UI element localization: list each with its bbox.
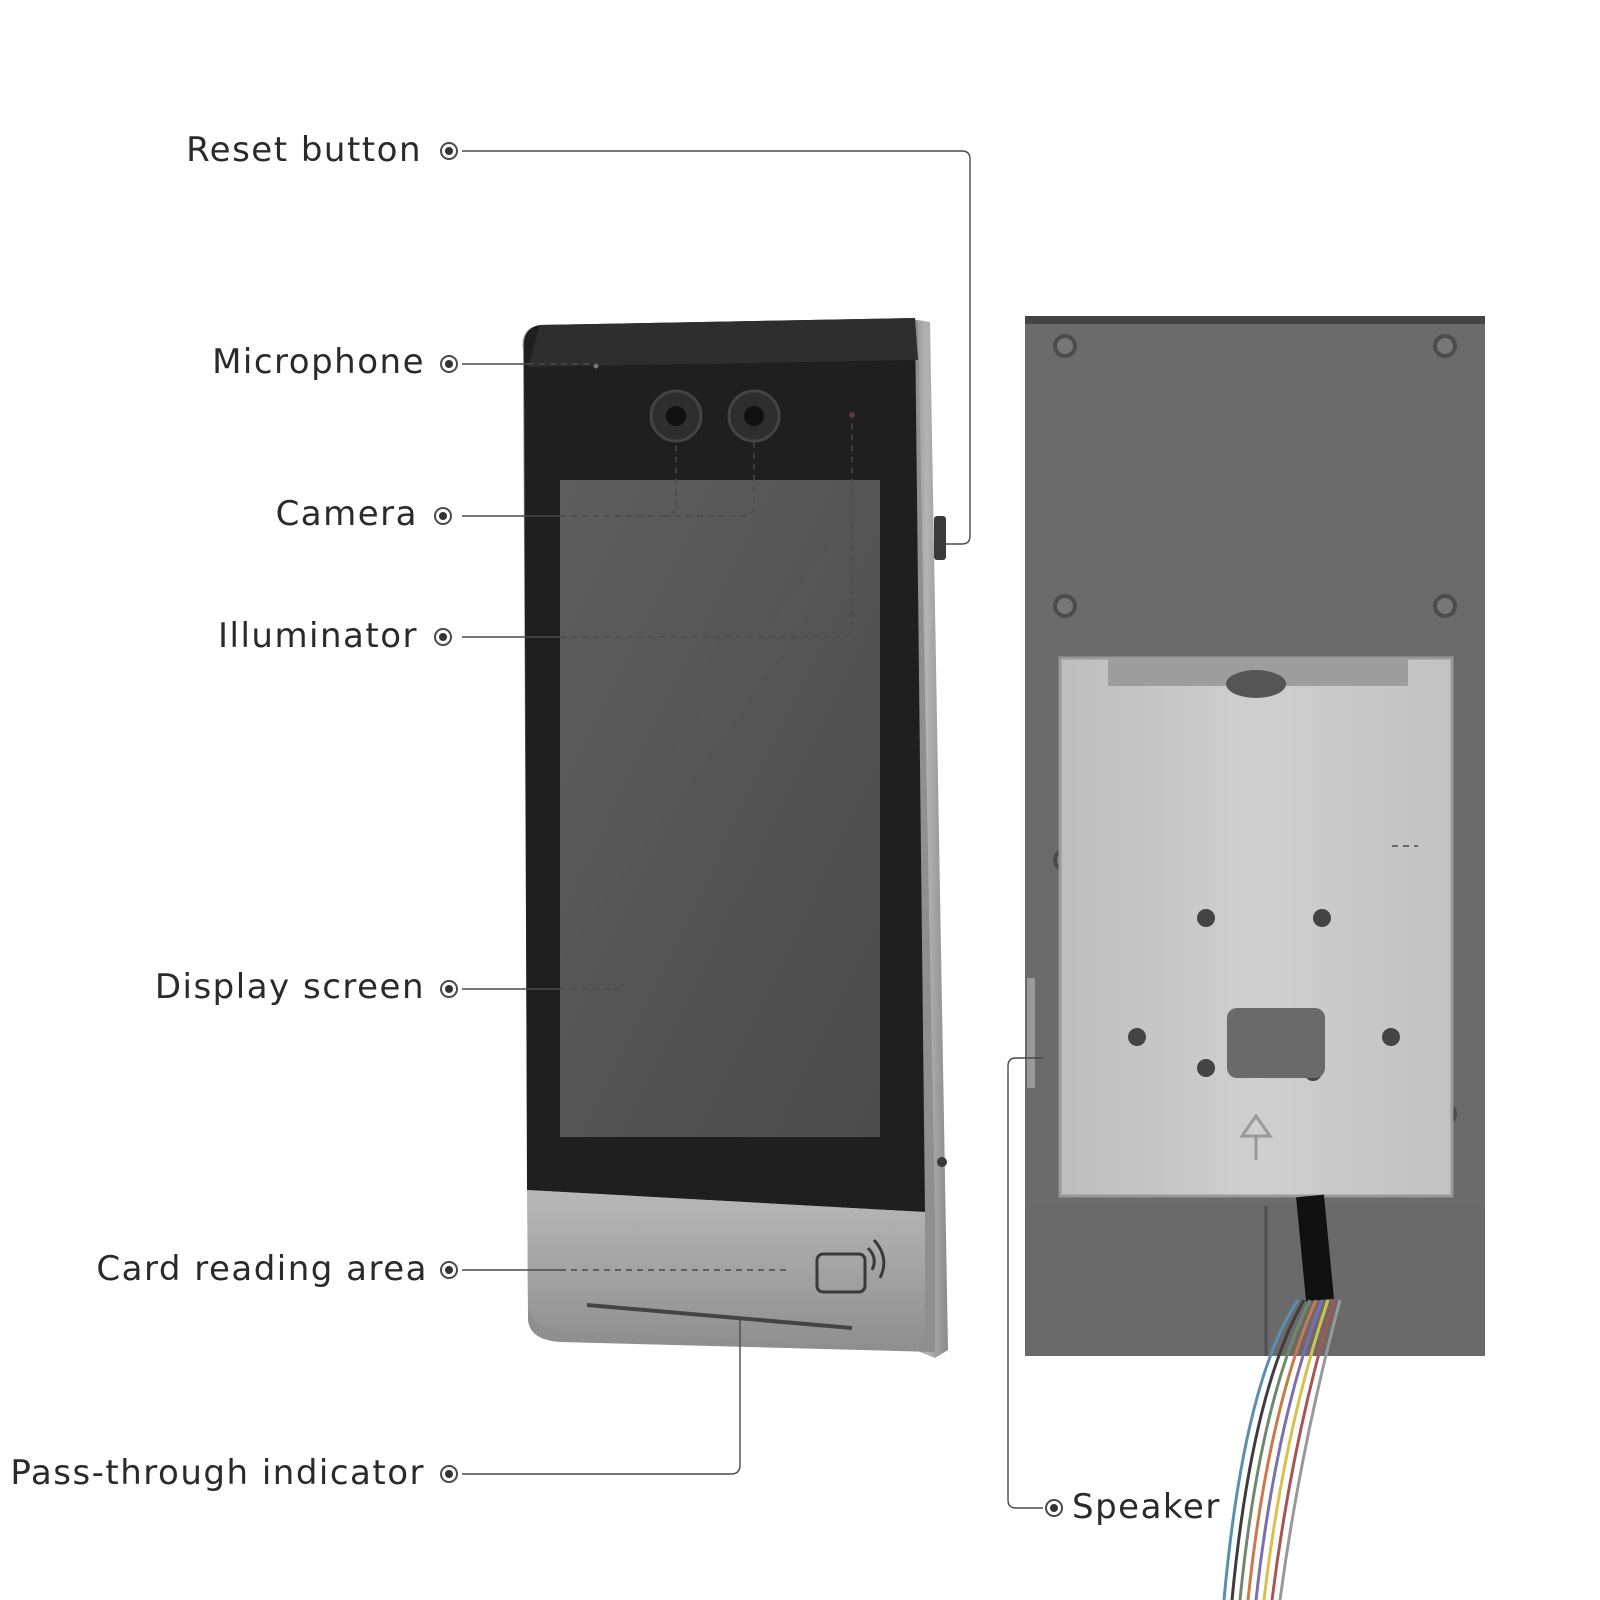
marker-microphone-icon <box>440 355 458 373</box>
marker-reset-icon <box>440 142 458 160</box>
wiring-cable <box>1222 1194 1342 1600</box>
marker-illuminator-icon <box>434 628 452 646</box>
marker-pass-through-icon <box>440 1465 458 1483</box>
label-pass-through-indicator: Pass-through indicator <box>10 1453 425 1493</box>
pass-through-light-strip <box>586 1303 853 1330</box>
speaker-slot <box>1027 978 1035 1088</box>
microphone-hole <box>593 363 599 369</box>
label-markers <box>434 142 1063 1517</box>
marker-speaker-icon <box>1045 1499 1063 1517</box>
label-card-reading-area: Card reading area <box>96 1249 428 1289</box>
label-speaker: Speaker <box>1072 1487 1221 1527</box>
display-screen <box>560 480 880 1137</box>
marker-card-icon <box>440 1261 458 1279</box>
front-device <box>522 318 948 1358</box>
reset-button <box>934 516 946 560</box>
marker-display-icon <box>440 980 458 998</box>
dual-camera <box>649 389 781 443</box>
label-reset-button: Reset button <box>186 130 422 170</box>
illuminator-led <box>849 412 855 418</box>
label-microphone: Microphone <box>212 342 425 382</box>
nfc-icon <box>815 1239 886 1294</box>
label-camera: Camera <box>275 494 418 534</box>
mounting-plate <box>1058 656 1454 1198</box>
leader-lines <box>462 150 1418 1509</box>
back-device <box>1025 316 1485 1600</box>
label-illuminator: Illuminator <box>217 616 418 656</box>
marker-camera-icon <box>434 507 452 525</box>
label-display-screen: Display screen <box>154 967 425 1007</box>
